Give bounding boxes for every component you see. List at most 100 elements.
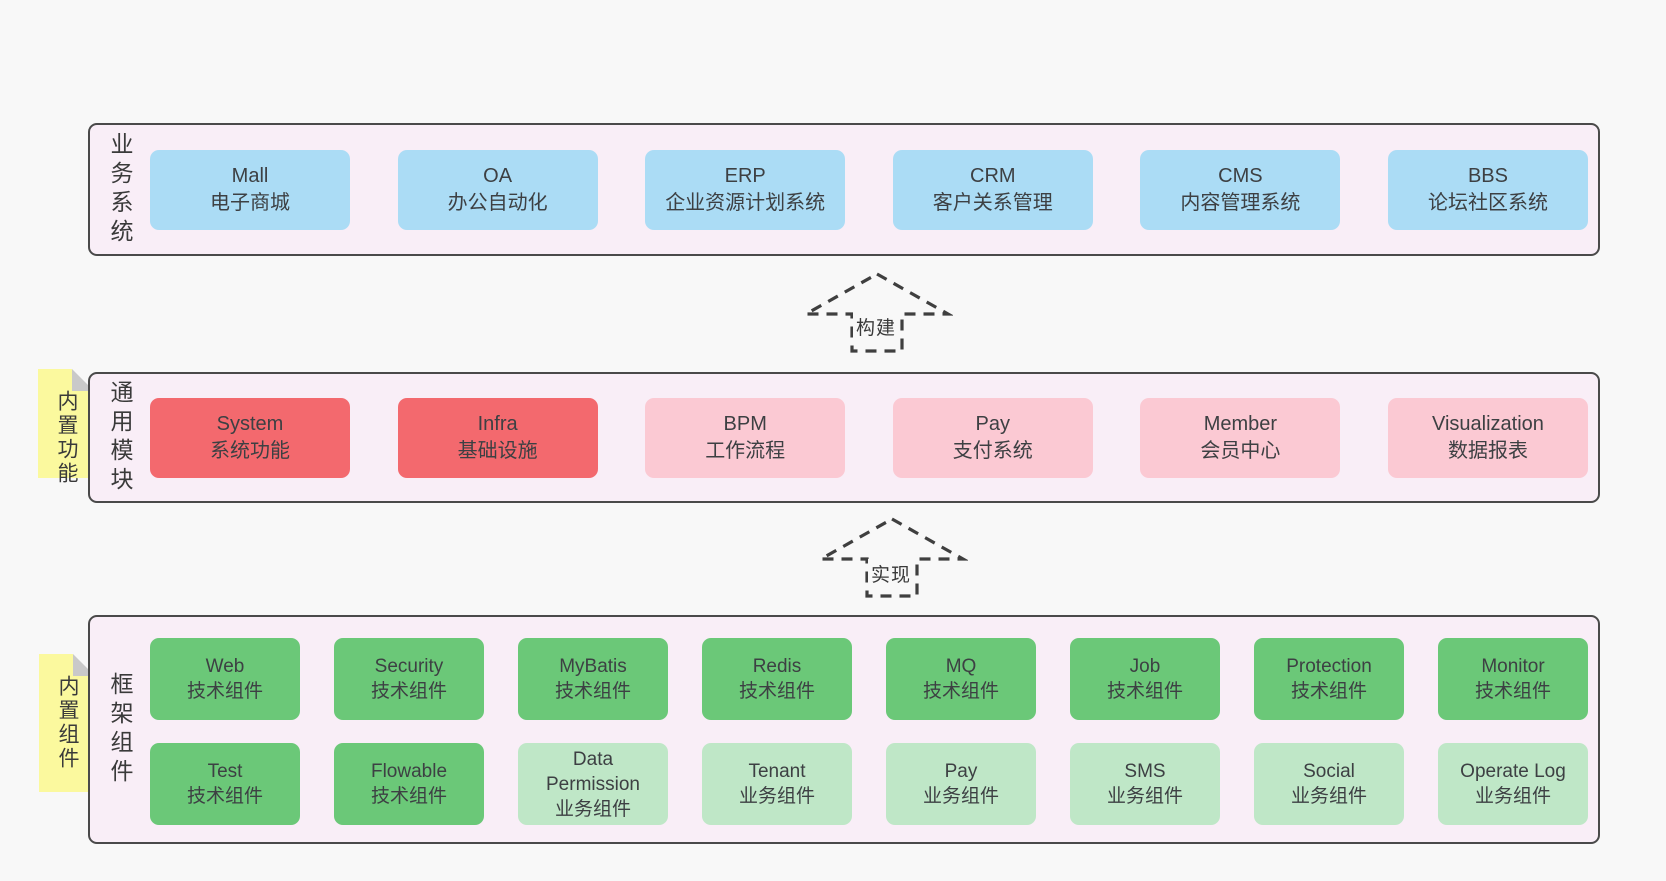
box-title: Flowable [370, 761, 448, 782]
box-subtitle: 内容管理系统 [1180, 192, 1301, 214]
box-subtitle: 业务组件 [1290, 786, 1367, 807]
box-subtitle: 会员中心 [1200, 440, 1281, 462]
box-title: Redis [752, 656, 802, 677]
box-subtitle: 电子商城 [210, 192, 290, 214]
box-mq: MQ 技术组件 [886, 638, 1036, 720]
layer-framework-components: 框架组件 Web 技术组件 Security 技术组件 MyBatis 技术组件… [88, 615, 1600, 844]
box-pay-component: Pay 业务组件 [886, 743, 1036, 825]
box-flowable: Flowable 技术组件 [334, 743, 484, 825]
box-title: Job [1129, 656, 1161, 677]
box-title: Monitor [1481, 656, 1545, 677]
box-test: Test 技术组件 [150, 743, 300, 825]
box-title: Web [205, 656, 245, 677]
box-subtitle: 业务组件 [738, 786, 815, 807]
sticky-note-text: 内置组件 [56, 675, 79, 771]
box-security: Security 技术组件 [334, 638, 484, 720]
box-subtitle: 系统功能 [210, 440, 290, 462]
box-tenant: Tenant 业务组件 [702, 743, 852, 825]
box-subtitle: 工作流程 [705, 440, 786, 462]
box-subtitle: 支付系统 [952, 440, 1033, 462]
box-system: System 系统功能 [150, 398, 350, 478]
components-row-1: Web 技术组件 Security 技术组件 MyBatis 技术组件 Redi… [150, 638, 1588, 720]
arrow-build-label: 构建 [853, 312, 900, 341]
sticky-note-built-in-functions: 内置功能 [38, 369, 94, 486]
box-subtitle: 技术组件 [1474, 681, 1551, 702]
arrow-implement-label: 实现 [868, 559, 915, 588]
box-oa: OA 办公自动化 [397, 150, 598, 230]
sticky-note-built-in-components: 内置组件 [39, 654, 95, 792]
dashed-up-arrow-build [802, 272, 953, 353]
dashed-up-arrow-implement [817, 517, 968, 598]
sticky-note-text: 内置功能 [55, 390, 78, 486]
box-title: CMS [1218, 165, 1263, 187]
box-subtitle: 企业资源计划系统 [665, 192, 826, 214]
box-operate-log: Operate Log 业务组件 [1438, 743, 1588, 825]
box-title: Member [1203, 413, 1278, 435]
layer-label-modules: 通用模块 [107, 379, 133, 496]
box-subtitle: 办公自动化 [447, 192, 548, 214]
layer-common-modules: 通用模块 System 系统功能 Infra 基础设施 BPM 工作流程 Pay… [88, 372, 1600, 503]
box-subtitle: 技术组件 [370, 681, 447, 702]
box-title: ERP [724, 165, 766, 187]
box-title: MQ [945, 656, 977, 677]
box-title: Visualization [1432, 413, 1544, 435]
box-title: Operate Log [1460, 761, 1566, 782]
box-subtitle: 基础设施 [457, 440, 538, 462]
box-subtitle: 数据报表 [1447, 440, 1528, 462]
box-monitor: Monitor 技术组件 [1438, 638, 1588, 720]
box-subtitle: 技术组件 [370, 786, 447, 807]
box-bbs: BBS 论坛社区系统 [1387, 150, 1588, 230]
box-subtitle: 技术组件 [1290, 681, 1367, 702]
box-title: BPM [723, 413, 767, 435]
box-job: Job 技术组件 [1070, 638, 1220, 720]
box-pay-system: Pay 支付系统 [892, 398, 1093, 478]
box-subtitle: 业务组件 [922, 786, 999, 807]
box-title: Mall [231, 165, 269, 187]
box-title: Data Permission [546, 748, 640, 795]
box-title: MyBatis [559, 656, 627, 677]
box-member: Member 会员中心 [1140, 398, 1341, 478]
box-subtitle: 技术组件 [186, 681, 263, 702]
box-title: Social [1303, 761, 1355, 782]
box-cms: CMS 内容管理系统 [1140, 150, 1341, 230]
business-boxes-row: Mall 电子商城 OA 办公自动化 ERP 企业资源计划系统 CRM 客户关系… [150, 150, 1588, 230]
box-subtitle: 技术组件 [186, 786, 263, 807]
box-title: Pay [944, 761, 978, 782]
box-title: BBS [1467, 165, 1508, 187]
box-subtitle: 技术组件 [1106, 681, 1183, 702]
box-infra: Infra 基础设施 [397, 398, 598, 478]
box-visualization: Visualization 数据报表 [1387, 398, 1588, 478]
box-crm: CRM 客户关系管理 [892, 150, 1093, 230]
box-web: Web 技术组件 [150, 638, 300, 720]
box-title: Pay [975, 413, 1011, 435]
box-protection: Protection 技术组件 [1254, 638, 1404, 720]
layer-label-business: 业务系统 [107, 131, 133, 248]
box-title: OA [483, 165, 513, 187]
box-subtitle: 客户关系管理 [932, 192, 1053, 214]
box-subtitle: 业务组件 [554, 798, 631, 820]
box-mybatis: MyBatis 技术组件 [518, 638, 668, 720]
box-subtitle: 论坛社区系统 [1427, 192, 1548, 214]
box-subtitle: 技术组件 [738, 681, 815, 702]
box-mall: Mall 电子商城 [150, 150, 350, 230]
box-title: Test [207, 761, 243, 782]
box-data-permission: Data Permission 业务组件 [518, 743, 668, 825]
box-redis: Redis 技术组件 [702, 638, 852, 720]
box-title: CRM [970, 165, 1016, 187]
layer-label-components: 框架组件 [107, 671, 133, 788]
box-social: Social 业务组件 [1254, 743, 1404, 825]
box-title: Security [374, 656, 444, 677]
box-subtitle: 技术组件 [554, 681, 631, 702]
box-subtitle: 业务组件 [1106, 786, 1183, 807]
box-erp: ERP 企业资源计划系统 [645, 150, 846, 230]
box-bpm: BPM 工作流程 [645, 398, 846, 478]
box-title: System [216, 413, 284, 435]
box-title: Protection [1286, 656, 1372, 677]
box-title: SMS [1124, 761, 1166, 782]
layer-business-systems: 业务系统 Mall 电子商城 OA 办公自动化 ERP 企业资源计划系统 CRM… [88, 123, 1600, 256]
modules-boxes-row: System 系统功能 Infra 基础设施 BPM 工作流程 Pay 支付系统… [150, 398, 1588, 478]
box-title: Infra [477, 413, 518, 435]
box-subtitle: 业务组件 [1474, 786, 1551, 807]
box-subtitle: 技术组件 [922, 681, 999, 702]
